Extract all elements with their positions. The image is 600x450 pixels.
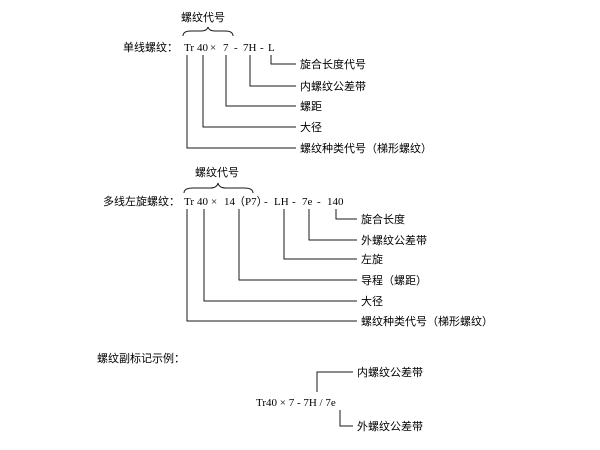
label-external-tolerance: 外螺纹公差带	[361, 233, 427, 247]
leader-external-tolerance	[339, 410, 353, 427]
code-left-hand: LH	[274, 196, 289, 208]
code-major-diameter: 40	[197, 42, 209, 54]
section-thread-pair: 螺纹副标记示例： 内螺纹公差带 Tr40 × 7 - 7H / 7e 外螺纹公差…	[97, 351, 423, 433]
code-tolerance: 7e	[302, 196, 313, 208]
leader-lead-pitch	[238, 209, 357, 281]
thread-code-bracket-label: 螺纹代号	[181, 10, 225, 24]
code-major-diameter: 40	[197, 196, 209, 208]
leader-internal-tolerance	[316, 371, 353, 392]
leader-external-tolerance	[308, 209, 357, 241]
label-length-code: 旋合长度代号	[300, 57, 366, 71]
label-left-hand: 左旋	[361, 252, 383, 266]
section-multi-thread: 螺纹代号 多线左旋螺纹： Tr 40 × 14 （P7） - LH - 7e -…	[103, 165, 493, 328]
thread-pair-code: Tr40 × 7 - 7H / 7e	[256, 397, 336, 409]
label-internal-tolerance: 内螺纹公差带	[300, 79, 366, 93]
leader-thread-type	[186, 55, 296, 149]
code-tr: Tr	[184, 196, 194, 208]
code-times: ×	[210, 42, 216, 54]
thread-code-brace	[183, 182, 254, 194]
leader-length	[335, 209, 357, 220]
code-length: 140	[327, 196, 344, 208]
label-thread-type: 螺纹种类代号（梯形螺纹）	[361, 314, 493, 328]
single-thread-prefix: 单线螺纹：	[123, 40, 178, 54]
leader-length-code	[270, 55, 296, 65]
label-external-tolerance: 外螺纹公差带	[357, 419, 423, 433]
label-length: 旋合长度	[361, 212, 405, 226]
code-lead: 14	[224, 196, 236, 208]
thread-code-bracket-label: 螺纹代号	[195, 165, 239, 179]
section-single-thread: 螺纹代号 单线螺纹： Tr 40 × 7 - 7H - L 旋合长度代号 内螺纹…	[123, 10, 432, 155]
code-times: ×	[211, 196, 217, 208]
code-pitch: 7	[223, 42, 229, 54]
leader-left-hand	[283, 209, 357, 260]
label-major-diameter: 大径	[300, 120, 322, 134]
thread-code-brace	[182, 26, 234, 37]
code-dash-3: -	[317, 196, 321, 208]
label-internal-tolerance: 内螺纹公差带	[357, 365, 423, 379]
leader-major-diameter	[202, 55, 296, 128]
multi-thread-prefix: 多线左旋螺纹：	[103, 194, 180, 208]
leader-internal-tolerance	[249, 55, 296, 87]
label-pitch: 螺距	[300, 100, 322, 113]
code-length-group: L	[268, 42, 275, 54]
label-thread-type: 螺纹种类代号（梯形螺纹）	[300, 141, 432, 155]
leader-pitch	[225, 55, 296, 107]
code-dash-1: -	[264, 196, 268, 208]
leader-major-diameter	[203, 209, 357, 302]
code-dash-2: -	[292, 196, 296, 208]
code-dash-2: -	[260, 42, 264, 54]
code-tolerance: 7H	[243, 42, 257, 54]
leader-thread-type	[186, 209, 357, 322]
label-lead-pitch: 导程（螺距）	[361, 274, 427, 287]
thread-pair-title: 螺纹副标记示例：	[97, 351, 185, 365]
code-dash-1: -	[234, 42, 238, 54]
code-pitch: （P7）	[234, 195, 268, 208]
code-tr: Tr	[184, 42, 194, 54]
label-major-diameter: 大径	[361, 294, 383, 308]
